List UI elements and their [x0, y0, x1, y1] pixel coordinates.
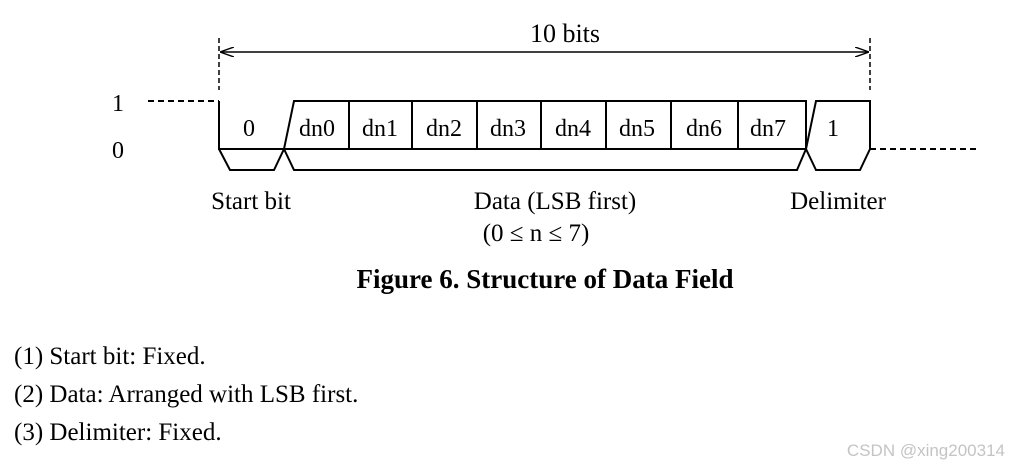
note-start-bit: (1) Start bit: Fixed.	[14, 343, 206, 370]
data-bit-label: dn1	[362, 116, 398, 142]
data-bit-label: dn4	[555, 116, 591, 142]
delimiter-label: Delimiter	[790, 188, 886, 215]
notes-list: (1) Start bit: Fixed. (2) Data: Arranged…	[14, 338, 358, 452]
data-bit-label: dn3	[490, 116, 526, 142]
span-label: 10 bits	[530, 19, 600, 48]
level-high-label: 1	[112, 91, 124, 117]
delimiter-waveform	[805, 100, 871, 171]
data-bit-label: dn0	[299, 116, 335, 142]
note-data: (2) Data: Arranged with LSB first.	[14, 381, 359, 408]
data-field-timing-diagram: 10 bits 1 0 0 dn0 dn1 dn2 dn3 dn4 dn5 dn…	[112, 19, 978, 247]
start-bit-value: 0	[243, 116, 255, 142]
data-bits-waveform	[283, 100, 807, 171]
data-range-label: (0 ≤ n ≤ 7)	[483, 220, 590, 247]
figure-caption: Figure 6. Structure of Data Field	[356, 264, 734, 294]
data-label: Data (LSB first)	[474, 188, 636, 215]
data-bit-label: dn2	[426, 116, 462, 142]
watermark: CSDN @xing200314	[846, 441, 1005, 460]
delimiter-value: 1	[827, 116, 839, 142]
data-bit-label: dn5	[619, 116, 655, 142]
note-delimiter: (3) Delimiter: Fixed.	[14, 419, 222, 446]
level-low-label: 0	[112, 138, 124, 164]
data-bit-label: dn6	[686, 116, 722, 142]
start-bit-label: Start bit	[211, 188, 291, 215]
start-bit-waveform	[218, 101, 285, 171]
data-bit-label: dn7	[750, 116, 786, 142]
